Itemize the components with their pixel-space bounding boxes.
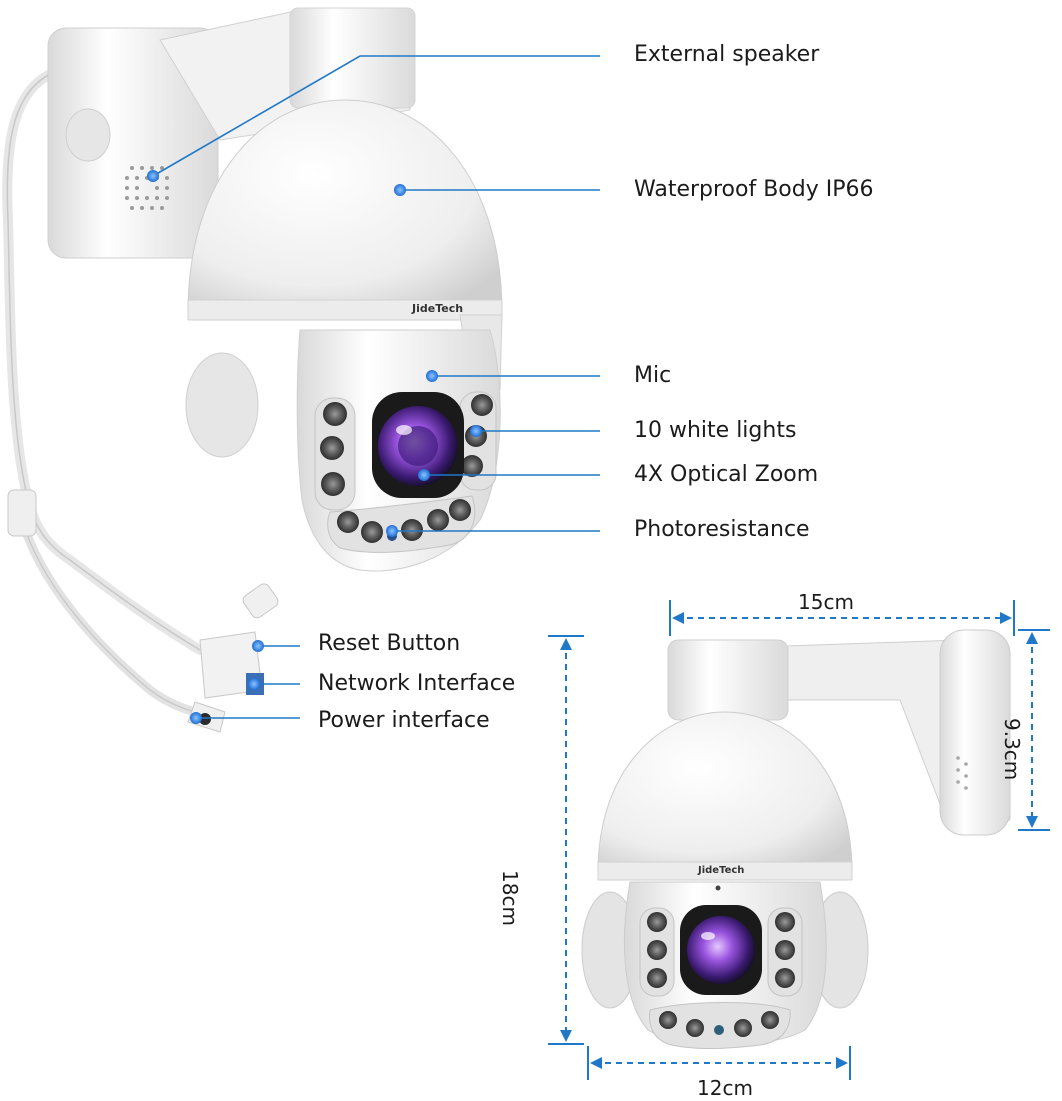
label-waterproof-body: Waterproof Body IP66 bbox=[634, 177, 874, 202]
zoom-lens bbox=[372, 392, 464, 498]
dome-housing bbox=[187, 99, 503, 313]
led-array-bottom bbox=[327, 495, 476, 553]
dim-label-9-3cm: 9.3cm bbox=[1000, 718, 1024, 781]
leader-external-speaker bbox=[152, 55, 600, 177]
dim-label-15cm: 15cm bbox=[798, 590, 854, 614]
dot-mic bbox=[426, 370, 438, 382]
brand-logo: JideTech bbox=[411, 302, 463, 315]
dot-white-lights bbox=[470, 425, 482, 437]
dim-label-12cm: 12cm bbox=[697, 1076, 753, 1100]
dot-optical-zoom bbox=[418, 469, 430, 481]
dot-external-speaker bbox=[147, 170, 159, 182]
label-network-interface: Network Interface bbox=[318, 671, 516, 696]
label-photoresistance: Photoresistance bbox=[634, 517, 810, 542]
dot-power-interface bbox=[190, 712, 202, 724]
dim-label-18cm: 18cm bbox=[498, 870, 522, 926]
main-camera: JideTech bbox=[2, 7, 503, 733]
label-mic: Mic bbox=[634, 363, 672, 388]
dimension-lines bbox=[548, 600, 1050, 1080]
dot-reset-button bbox=[252, 640, 264, 652]
callout-leaders bbox=[152, 55, 600, 719]
callout-dots bbox=[147, 170, 482, 724]
led-array-left bbox=[314, 397, 356, 511]
label-optical-zoom: 4X Optical Zoom bbox=[634, 462, 819, 487]
label-reset-button: Reset Button bbox=[318, 631, 461, 656]
label-white-lights: 10 white lights bbox=[634, 418, 797, 443]
dot-waterproof-body bbox=[394, 184, 406, 196]
label-external-speaker: External speaker bbox=[634, 42, 820, 67]
label-power-interface: Power interface bbox=[318, 708, 490, 733]
brand-logo-small: JideTech bbox=[697, 865, 744, 876]
dimension-arrowheads bbox=[560, 612, 1038, 1069]
dot-network-interface bbox=[248, 678, 260, 690]
dimension-camera: JideTech bbox=[581, 629, 1011, 1050]
cable-connectors bbox=[187, 583, 279, 733]
dot-photoresistance bbox=[386, 525, 398, 537]
